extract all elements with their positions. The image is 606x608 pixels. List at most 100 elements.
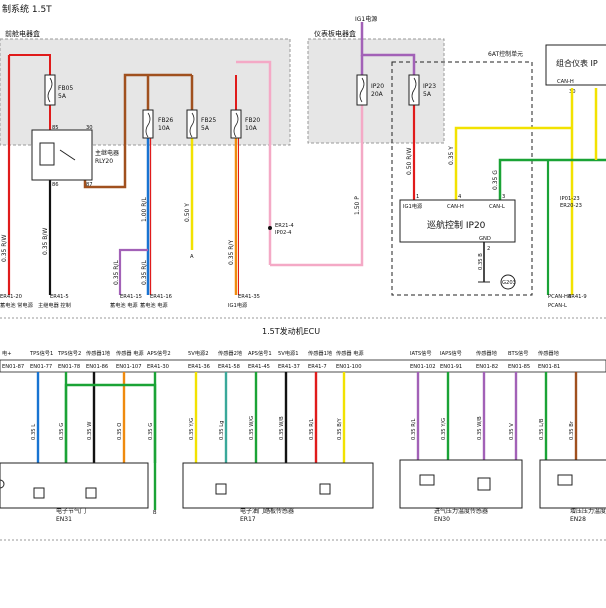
cruise-ig1: IG1电源 (403, 202, 423, 210)
splice-label-1: ER21-4 (275, 223, 294, 229)
ecu-pin-label: APS信号1 (248, 349, 272, 357)
cruise-pin-2: 2 (487, 246, 490, 252)
component-code: EN28 (570, 516, 586, 523)
cruise-pin-4: 4 (458, 194, 462, 200)
ecu-pin-label: 5V电源1 (278, 349, 299, 357)
ecu-pin-id: EN01-87 (2, 364, 24, 370)
ecu-wire-label: 0.35 W/B (477, 416, 483, 440)
relay-id: RLY20 (95, 158, 113, 165)
motor-icon (0, 479, 5, 489)
connector-desc: 主继电器 控制 (38, 301, 71, 309)
front-fusebox-label: 前舱电器盒 (5, 29, 40, 38)
boost-sensor-box (539, 459, 606, 509)
wire-label: 0.35 G (492, 170, 499, 190)
cruise-title: 巡航控制 IP20 (427, 219, 486, 231)
ecu-pin-id: EN01-77 (30, 364, 52, 370)
ecu-pin-id: ER41-45 (248, 364, 270, 370)
component-name: 进气压力温度传感器 (434, 507, 488, 515)
ecu-pin-id: EN01-81 (538, 364, 560, 370)
ecu-pin-id: EN01-102 (410, 364, 436, 370)
ecu-pin-label: BTS信号 (508, 349, 528, 357)
component-code: EN31 (56, 516, 72, 523)
top-wire-labels: 0.35 R/W 0.35 B/W 1.00 R/L 0.50 Y 0.35 R… (1, 146, 499, 285)
fuse-symbols (44, 74, 420, 139)
fuse-ip23-id: IP23 (423, 83, 436, 90)
throttle-box (0, 462, 149, 509)
ip-connector-2: ER20-23 (560, 203, 582, 209)
page-title: 制系统 1.5T (2, 3, 52, 15)
fuse-ip23-rating: 5A (423, 91, 432, 98)
splice-a-label: A (190, 254, 194, 260)
ecu-pin-id: EN01-85 (508, 364, 530, 370)
ecu-pin-label: TPS信号1 (29, 349, 53, 357)
component-code: EN30 (434, 516, 450, 523)
cruise-gnd: GND (479, 236, 491, 242)
ecu-wire-label: 0.35 O (117, 423, 123, 440)
fuse-fb26-rating: 10A (158, 125, 171, 132)
connector-desc: 蓄电池 常电源 (0, 301, 34, 309)
component-name: 增压压力温度 (570, 507, 606, 515)
connector-id: ER41-9 (568, 294, 587, 300)
relay-label: 主继电器 (95, 149, 119, 157)
ecu-wire-label: 0.35 G (148, 423, 154, 440)
ecu-pin-label: IAPS信号 (440, 349, 462, 357)
intake-sensor-box (399, 459, 523, 509)
cluster-label: 组合仪表 IP (556, 58, 598, 68)
wire-label: 0.35 R/L (113, 260, 120, 285)
connector-id: ER41-16 (150, 294, 172, 300)
cruise-gnd-wire: 0.35 B (478, 253, 484, 270)
cruise-control-box (399, 199, 516, 243)
ecu-wire-label: 0.35 R/L (309, 418, 315, 440)
fuse-fb25-id: FB25 (201, 117, 216, 124)
sensor-icon (85, 487, 97, 499)
ecu-wire-label: 0.35 W/G (249, 416, 255, 440)
fuse-fb05-id: FB05 (58, 85, 73, 92)
ecu-connector-strip (0, 359, 606, 373)
ecu-pin-id: EN01-78 (58, 364, 80, 370)
cruise-canh: CAN-H (447, 204, 464, 210)
main-relay-box (31, 129, 93, 181)
ecu-title: 1.5T发动机ECU (262, 326, 320, 336)
ecu-pin-id: EN01-86 (86, 364, 108, 370)
panel-fusebox-area (307, 38, 445, 144)
ecu-wire-label: 0.35 W/B (279, 416, 285, 440)
ecu-pin-label: 传感器 电源 (336, 349, 364, 357)
ecu-pin-label: APS信号2 (147, 349, 171, 357)
ecu-pin-id: EN01-82 (476, 364, 498, 370)
ecu-wires: 电+EN01-87TPS信号1EN01-77TPS信号2EN01-78传感器1地… (2, 349, 578, 510)
ecu-wire-label: 0.35 Y/G (441, 418, 447, 440)
ecu-wire-label: 0.35 Y/G (189, 418, 195, 440)
sensor-icon (319, 483, 331, 495)
cluster-canh-label: CAN-H (557, 79, 574, 85)
cluster-box (545, 44, 606, 86)
connector-id: PCAN-L (548, 303, 567, 309)
ecu-pin-id: ER41-30 (147, 364, 169, 370)
wire-label: 1.50 P (354, 196, 361, 215)
ground-g203-icon (500, 274, 516, 290)
ecu-pin-label: 传感器1地 (86, 349, 110, 357)
sensor-icon (215, 483, 227, 495)
ecu-pin-id: ER41-36 (188, 364, 210, 370)
ecu-pin-label: 5V电源2 (188, 349, 209, 357)
ground-g203-label: G203 (502, 280, 516, 286)
top-connector-row: ER41-20 蓄电池 常电源 ER41-5 主继电器 控制 ER41-15 蓄… (0, 294, 587, 309)
component-boxes (0, 459, 606, 509)
b-label: B (153, 510, 157, 516)
ecu-wire-label: 0.35 Br (569, 420, 575, 440)
connector-id: ER41-5 (50, 294, 69, 300)
ecu-pin-label: 电+ (2, 349, 12, 357)
component-name: 电子油门踏板传感器 (240, 507, 294, 515)
sensor-icon (557, 474, 573, 486)
sensor-icon (33, 487, 45, 499)
wire-label: 0.50 R/W (406, 148, 413, 175)
panel-fusebox-label: 仪表板电器盒 (314, 29, 356, 38)
fuse-fb26-id: FB26 (158, 117, 173, 124)
ecu-pin-label: 传感器 电源 (116, 349, 144, 357)
fuse-ip20-rating: 20A (371, 91, 384, 98)
relay-switch-icon (59, 149, 76, 161)
wire-label: 0.35 Y (448, 146, 455, 165)
ecu-pin-id: EN01-107 (116, 364, 142, 370)
ecu-wire-label: 0.35 L (31, 424, 37, 440)
relay-coil-icon (39, 142, 55, 166)
